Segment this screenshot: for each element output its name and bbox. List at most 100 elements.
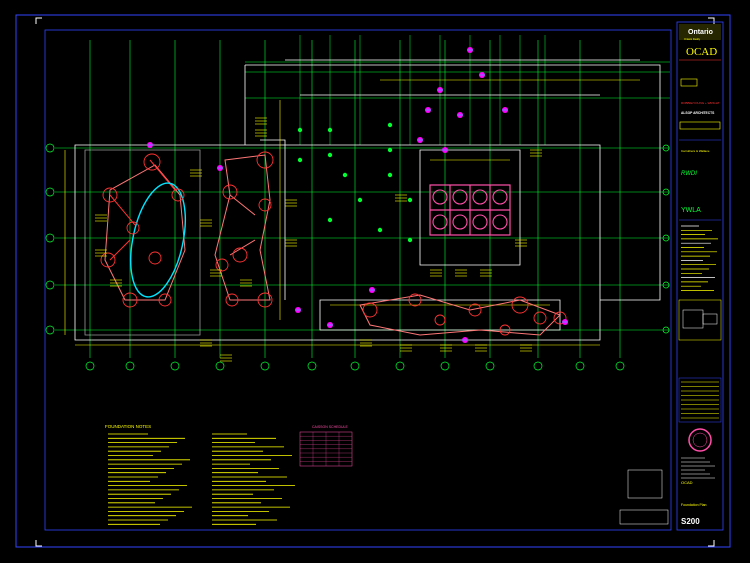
- grid-bubble: [533, 361, 543, 371]
- caisson: [100, 252, 116, 268]
- engineer-1: Carruthers & Wallace: [681, 149, 710, 153]
- client-logo: Ontario: [688, 29, 713, 36]
- grid-bubble: [615, 361, 625, 371]
- core-caisson: [432, 214, 448, 230]
- grid-bubble: [575, 361, 585, 371]
- drawing-title: Foundation Plan: [681, 503, 707, 507]
- caisson-schedule: CAISSON SCHEDULE: [299, 425, 353, 467]
- section-tags: [147, 47, 568, 343]
- caisson: [225, 293, 239, 307]
- atrium-outline: [130, 182, 186, 298]
- core-caisson: [492, 214, 508, 230]
- column-dot: [327, 127, 333, 133]
- legend-boxes: [619, 469, 669, 525]
- grid-bubble: [170, 361, 180, 371]
- column-dot: [387, 122, 393, 128]
- caisson: [533, 311, 547, 325]
- column-dot: [357, 197, 363, 203]
- caisson-cluster-middle: [214, 154, 271, 301]
- caisson: [102, 187, 118, 203]
- caisson: [222, 184, 238, 200]
- foundation-notes-heading: FOUNDATION NOTES: [105, 424, 151, 429]
- caisson: [232, 247, 248, 263]
- core-caisson: [432, 189, 448, 205]
- grid-bubble: [662, 144, 670, 152]
- foundation-notes: FOUNDATION NOTES: [105, 424, 295, 525]
- grid-bubble: [45, 233, 55, 243]
- revision-table: [678, 377, 722, 479]
- column-dots: [297, 122, 413, 243]
- sheet-border-outer: [15, 14, 731, 548]
- column-dot: [327, 217, 333, 223]
- caisson: [362, 302, 378, 318]
- caisson: [408, 293, 422, 307]
- caisson-cluster-west: [104, 159, 186, 301]
- core-caisson: [452, 214, 468, 230]
- foundation-notes-lines: [108, 433, 192, 525]
- core-caisson: [452, 189, 468, 205]
- grid-bubble: [45, 280, 55, 290]
- caisson: [468, 303, 482, 317]
- column-dot: [377, 227, 383, 233]
- caisson: [258, 198, 272, 212]
- grid-bubble: [45, 187, 55, 197]
- grid-bubble: [350, 361, 360, 371]
- caisson: [434, 314, 446, 326]
- core-caissons: [429, 184, 511, 236]
- column-dot: [297, 127, 303, 133]
- caisson-cluster-south: [359, 294, 561, 336]
- crop-marks: [35, 17, 715, 547]
- column-dot: [387, 147, 393, 153]
- column-dot: [387, 172, 393, 178]
- grid-bubble: [395, 361, 405, 371]
- caisson: [171, 188, 185, 202]
- grid-bubble: [260, 361, 270, 371]
- grid-bubble: [215, 361, 225, 371]
- architect-1: ROBBIE/YOUNG + WRIGHT: [681, 101, 720, 105]
- caisson: [143, 153, 161, 171]
- caisson-markers: [100, 151, 567, 336]
- caisson: [499, 324, 511, 336]
- client-sub: Ontario Realty: [684, 38, 701, 41]
- architect-2: ALSOP ARCHITECTS: [681, 111, 715, 115]
- engineer-2: RWDI: [681, 171, 697, 177]
- grid-bubble: [440, 361, 450, 371]
- column-dot: [342, 172, 348, 178]
- column-grid: [45, 35, 670, 371]
- sheet-border-inner: [44, 29, 672, 531]
- column-dot: [407, 197, 413, 203]
- grid-bubble: [662, 281, 670, 289]
- core-caisson: [492, 189, 508, 205]
- core-caisson: [472, 189, 488, 205]
- title-block: Ontario Ontario Realty OCAD ROBBIE/YOUNG…: [676, 21, 724, 531]
- caisson: [215, 258, 229, 272]
- grid-bubble: [662, 326, 670, 334]
- column-dot: [407, 237, 413, 243]
- caisson: [256, 151, 274, 169]
- caisson: [158, 293, 172, 307]
- caisson: [126, 221, 140, 235]
- title-block-notes: [681, 225, 718, 291]
- grid-bubble: [485, 361, 495, 371]
- building-outline: [74, 59, 661, 341]
- sheet-number: S200: [681, 517, 700, 526]
- caisson: [553, 311, 567, 325]
- grid-bubble: [125, 361, 135, 371]
- caisson: [257, 292, 273, 308]
- column-dot: [297, 157, 303, 163]
- engineer-3: YWLA: [681, 207, 701, 214]
- grid-bubble: [45, 143, 55, 153]
- core-caisson: [472, 214, 488, 230]
- foundation-notes-lines-2: [212, 433, 295, 525]
- grid-bubble: [85, 361, 95, 371]
- dimension-lines: [64, 79, 640, 346]
- grid-bubble: [307, 361, 317, 371]
- caisson: [148, 251, 162, 265]
- school-logo: OCAD: [686, 46, 717, 58]
- caisson-schedule-table: [299, 431, 353, 467]
- project-name: OCAD: [681, 480, 693, 485]
- grid-bubble: [45, 325, 55, 335]
- caisson: [511, 296, 529, 314]
- grid-bubble: [662, 234, 670, 242]
